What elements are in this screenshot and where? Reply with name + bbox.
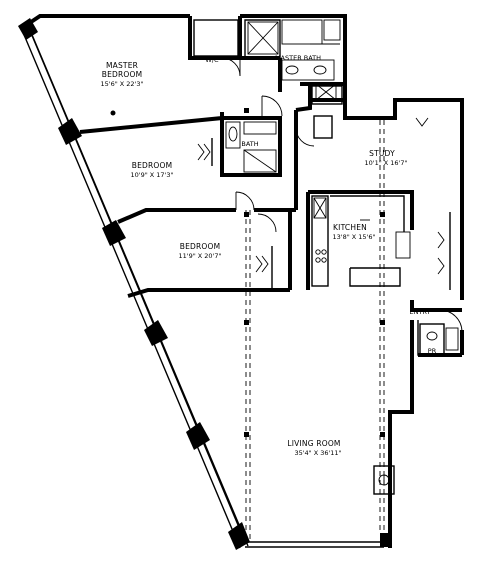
window-wall (21, 25, 384, 549)
master-bedroom-label-2: BEDROOM (102, 70, 143, 79)
doors (235, 95, 463, 333)
powder-room-fixtures (419, 323, 459, 355)
bedroom-1-label: BEDROOM (132, 161, 173, 170)
living-room-dims: 35'4" X 36'11" (294, 449, 341, 457)
kitchen-fixtures (311, 195, 411, 287)
bath-label: BATH (241, 140, 258, 148)
wic-closet (193, 19, 241, 77)
closet-doors (197, 115, 451, 290)
bath-fixtures (225, 121, 277, 173)
column-markers (110, 108, 385, 437)
powder-room-label: PR (428, 347, 437, 355)
exterior-walls (26, 14, 464, 548)
interior-walls (79, 19, 462, 356)
window-columns (18, 18, 392, 550)
study-label: STUDY (369, 149, 395, 158)
master-bedroom-label-1: MASTER (106, 61, 138, 70)
bedroom-2-dims: 11'9" X 20'7" (179, 252, 222, 260)
bedroom-1-dims: 10'9" X 17'3" (131, 171, 174, 179)
wic-label: W/C (205, 56, 219, 64)
master-bath-fixtures (247, 19, 341, 101)
master-bedroom-dims: 15'6" X 22'3" (101, 80, 144, 88)
entry-label: ENTRY (409, 308, 430, 316)
kitchen-label: KITCHEN (333, 223, 367, 232)
study-dims: 10'1" X 16'7" (365, 159, 408, 167)
kitchen-dims: 13'8" X 15'6" (333, 233, 376, 241)
master-bath-label: MASTER BATH (275, 54, 321, 62)
living-room-label: LIVING ROOM (287, 439, 340, 448)
ceiling-beams (245, 120, 385, 540)
bedroom-2-label: BEDROOM (180, 242, 221, 251)
